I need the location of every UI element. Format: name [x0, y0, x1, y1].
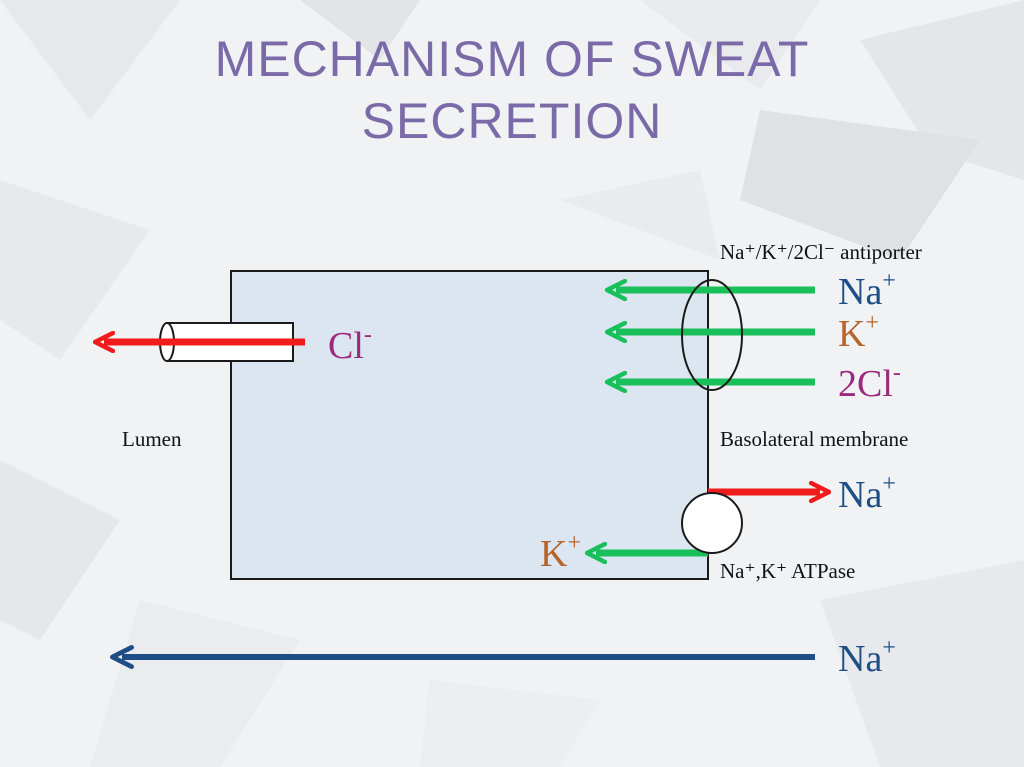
- antiporter-label: Na⁺/K⁺/2Cl⁻ antiporter: [720, 240, 922, 264]
- cl-ion-label: Cl-: [328, 322, 372, 367]
- antiporter-ellipse: [681, 279, 743, 391]
- atpase-pump-circle: [681, 492, 743, 554]
- title-line-2: SECRETION: [361, 93, 663, 149]
- atpase-label: Na⁺,K⁺ ATPase: [720, 559, 855, 583]
- na-ion-label-paracellular: Na+: [838, 635, 896, 680]
- basolateral-label: Basolateral membrane: [720, 427, 908, 451]
- cl2-ion-label-in: 2Cl-: [838, 360, 901, 405]
- cell-body: [230, 270, 709, 580]
- na-ion-label-out: Na+: [838, 471, 896, 516]
- page-title: MECHANISM OF SWEAT SECRETION: [0, 28, 1024, 152]
- k-ion-label-pump: K+: [540, 530, 581, 575]
- k-ion-label-in: K+: [838, 310, 879, 355]
- title-line-1: MECHANISM OF SWEAT: [214, 31, 810, 87]
- na-ion-label-in: Na+: [838, 268, 896, 313]
- lumen-label: Lumen: [122, 427, 182, 451]
